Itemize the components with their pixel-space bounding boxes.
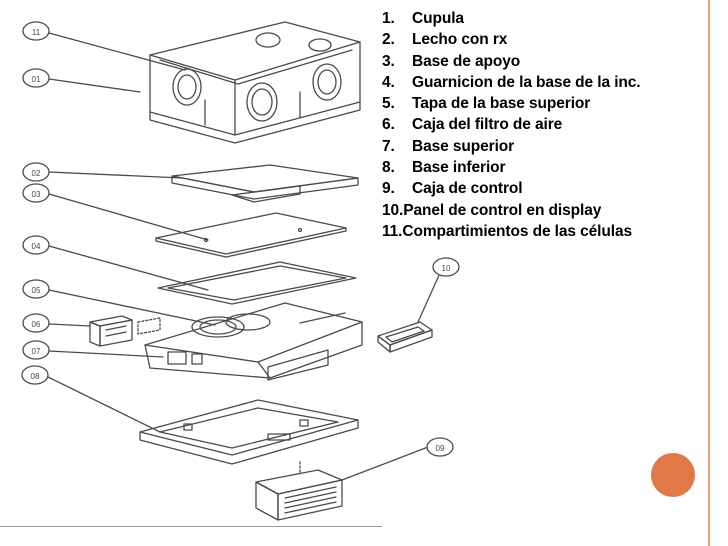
item-number: 1. bbox=[382, 10, 395, 27]
accent-vertical-line bbox=[708, 0, 710, 546]
callout-11: 11 bbox=[22, 21, 186, 71]
part-tray bbox=[171, 164, 359, 203]
item-number: 4. bbox=[382, 73, 395, 91]
part-lower-base bbox=[139, 399, 359, 465]
parts-list-item: 2. Lecho con rx bbox=[382, 29, 641, 50]
parts-list-item: 4. Guarnicion de la base de la inc. bbox=[382, 72, 641, 93]
item-label: Base superior bbox=[412, 137, 515, 155]
parts-list: 1.Cupula 2.Lecho con rx 3.Base de apoyo … bbox=[382, 8, 641, 242]
callout-03: 03 bbox=[22, 183, 209, 241]
item-label: Lecho con rx bbox=[412, 31, 508, 49]
callout-label: 07 bbox=[32, 347, 41, 356]
item-number: 6. bbox=[382, 116, 395, 134]
callout-label: 05 bbox=[32, 286, 41, 295]
callout-08: 08 bbox=[21, 365, 161, 433]
item-number: 9. bbox=[382, 180, 395, 198]
callout-label: 11 bbox=[32, 28, 41, 37]
callout-02: 02 bbox=[22, 162, 183, 182]
item-label: Caja de control bbox=[412, 180, 523, 198]
item-label: Tapa de la base superior bbox=[412, 95, 591, 113]
item-label: Compartimientos de las células bbox=[402, 222, 632, 240]
part-filter-box bbox=[89, 315, 161, 347]
parts-list-item: 6. Caja del filtro de aire bbox=[382, 114, 641, 135]
callout-06: 06 bbox=[22, 313, 91, 333]
part-hood bbox=[149, 21, 361, 144]
item-label: Base de apoyo bbox=[412, 52, 521, 70]
item-number: 10. bbox=[382, 201, 404, 219]
callout-label: 04 bbox=[32, 242, 41, 251]
item-number: 3. bbox=[382, 52, 395, 70]
parts-list-item: 8. Base inferior bbox=[382, 157, 641, 178]
part-control-box bbox=[255, 459, 343, 521]
item-label: Caja del filtro de aire bbox=[412, 116, 563, 134]
bottom-rule bbox=[0, 526, 382, 527]
accent-circle bbox=[651, 453, 695, 497]
parts-list-item: 9. Caja de control bbox=[382, 178, 641, 199]
callout-10: 10 bbox=[417, 257, 460, 323]
callout-label: 08 bbox=[31, 372, 40, 381]
item-label: Guarnicion de la base de la inc. bbox=[412, 73, 641, 91]
item-number: 8. bbox=[382, 159, 395, 177]
item-number: 11. bbox=[382, 222, 403, 240]
item-label: Base inferior bbox=[412, 159, 506, 177]
callout-label: 06 bbox=[32, 320, 41, 329]
part-control-panel bbox=[377, 321, 433, 353]
item-label: Panel de control en display bbox=[403, 201, 602, 219]
parts-list-item: 10.Panel de control en display bbox=[382, 200, 641, 221]
callout-label: 03 bbox=[32, 190, 41, 199]
callout-label: 10 bbox=[442, 264, 451, 273]
callout-09: 09 bbox=[341, 437, 454, 481]
callout-01: 01 bbox=[22, 68, 141, 93]
parts-list-item: 1. Cupula bbox=[382, 8, 641, 29]
parts-list-item: 11.Compartimientos de las células bbox=[382, 221, 641, 242]
callout-label: 01 bbox=[32, 75, 41, 84]
callout-label: 09 bbox=[436, 444, 445, 453]
item-number: 5. bbox=[382, 95, 395, 113]
parts-list-item: 5. Tapa de la base superior bbox=[382, 93, 641, 114]
callout-05: 05 bbox=[22, 279, 216, 326]
item-number: 2. bbox=[382, 31, 395, 49]
item-label: Cupula bbox=[412, 10, 464, 27]
part-base-plate bbox=[155, 212, 347, 258]
part-gasket bbox=[157, 261, 357, 305]
item-number: 7. bbox=[382, 137, 395, 155]
parts-list-item: 7. Base superior bbox=[382, 136, 641, 157]
part-upper-base bbox=[144, 302, 363, 381]
callout-label: 02 bbox=[32, 169, 41, 178]
parts-list-item: 3. Base de apoyo bbox=[382, 51, 641, 72]
callout-07: 07 bbox=[22, 340, 164, 360]
